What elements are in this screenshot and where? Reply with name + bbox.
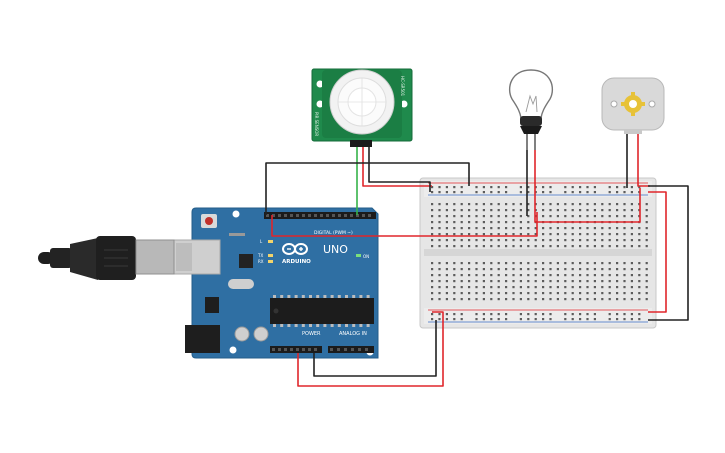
pir-label-b: PIR SENSOR <box>314 112 319 136</box>
light-bulb-icon[interactable] <box>508 69 554 150</box>
digital-header-label: DIGITAL (PWM ~) <box>314 230 353 236</box>
pir-pins <box>350 140 372 147</box>
crystal-oscillator <box>228 279 254 289</box>
tx-label: TX <box>257 253 263 258</box>
arduino-model-label: UNO <box>323 243 348 256</box>
capacitor <box>253 326 269 342</box>
arduino-uno-board[interactable]: L TX RX ON ARDUINO UNO DIGITAL (PWM ~) P… <box>173 207 379 359</box>
arduino-brand-label: ARDUINO <box>282 259 311 265</box>
on-label: ON <box>363 254 369 259</box>
atmega-chip <box>270 298 374 324</box>
pir-vcc-wire[interactable] <box>362 147 432 187</box>
l-led <box>268 240 273 243</box>
voltage-regulator <box>205 297 219 313</box>
pir-label-a: HC-SR501 <box>400 76 405 97</box>
pir-gnd-wire[interactable] <box>368 147 431 192</box>
pir-sensor[interactable]: HC-SR501 PIR SENSOR <box>311 68 413 147</box>
digital-pin-holes <box>266 214 371 217</box>
power-analog-pin-holes <box>272 348 368 351</box>
rail-jumper-red[interactable] <box>648 191 667 313</box>
dc-motor-icon[interactable] <box>601 77 665 134</box>
capacitor <box>234 326 250 342</box>
breadboard-holes <box>431 186 648 321</box>
breadboard[interactable] <box>419 177 657 329</box>
analog-header-label: ANALOG IN <box>339 331 367 337</box>
power-jack <box>185 325 220 353</box>
motor-wire-red[interactable] <box>637 134 650 187</box>
chip-pins <box>273 295 370 327</box>
arduino-5v-wire[interactable] <box>297 311 444 387</box>
l-label: L <box>260 239 263 244</box>
bulb-wire-red[interactable] <box>534 150 641 223</box>
center-channel <box>424 249 652 256</box>
tx-led <box>268 254 273 257</box>
rx-led <box>268 260 273 263</box>
usb-chip <box>239 254 253 268</box>
rx-label: RX <box>258 259 264 264</box>
usb-cable-icon <box>38 236 175 280</box>
arduino-gnd-wire[interactable] <box>265 162 470 215</box>
arduino-logo-icon <box>282 243 308 255</box>
arduino-signal-wire[interactable] <box>271 212 538 237</box>
rail-jumper-black[interactable] <box>648 185 689 321</box>
on-led <box>356 254 361 257</box>
arduino-gnd-bottom-wire[interactable] <box>313 320 437 377</box>
wires <box>265 134 689 387</box>
power-header-label: POWER <box>302 331 321 337</box>
